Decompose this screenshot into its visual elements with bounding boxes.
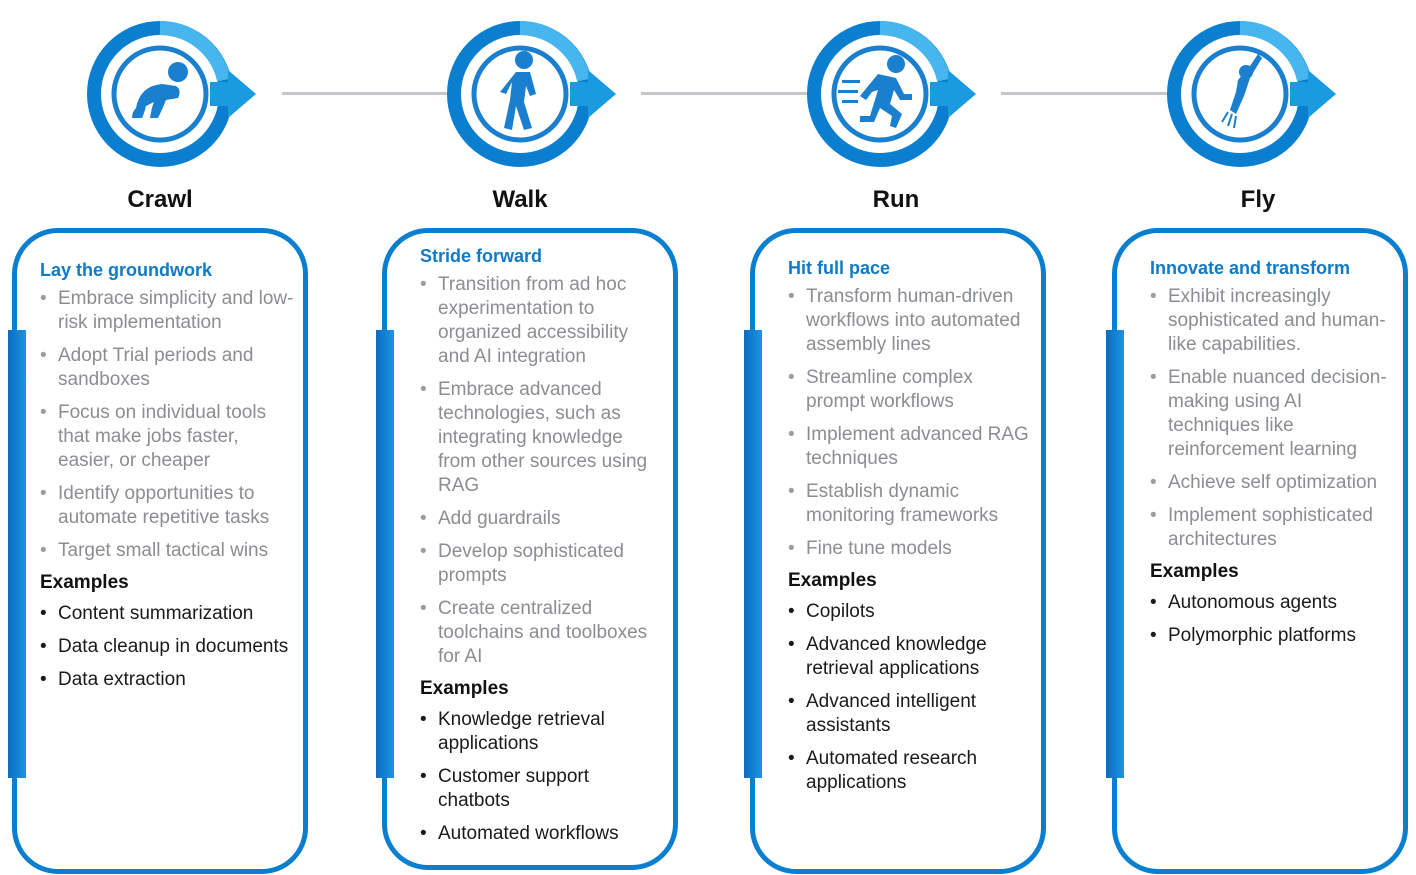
list-item: Target small tactical wins	[40, 539, 296, 563]
card-accent-bar	[376, 330, 394, 778]
list-item: Advanced intelligent assistants	[788, 690, 1032, 738]
connector-line	[641, 92, 809, 95]
fly-card-content: Innovate and transform Exhibit increasin…	[1150, 258, 1396, 657]
flying-person-icon	[1221, 54, 1262, 129]
examples-heading: Examples	[788, 570, 877, 591]
connector-line	[282, 92, 447, 95]
examples-heading: Examples	[40, 572, 129, 593]
card-heading: Innovate and transform	[1150, 258, 1351, 278]
crawling-person-icon	[132, 62, 188, 118]
stage-title-crawl: Crawl	[127, 186, 193, 213]
card-accent-bar	[8, 330, 26, 778]
run-card-content: Hit full pace Transform human-driven wor…	[788, 258, 1032, 804]
list-item: Copilots	[788, 600, 1032, 624]
connector-line	[1001, 92, 1169, 95]
fly-stage-icon	[1146, 10, 1336, 180]
list-item: Data extraction	[40, 668, 296, 692]
list-item: Achieve self optimization	[1150, 471, 1396, 495]
examples-list: Autonomous agents Polymorphic platforms	[1150, 591, 1396, 648]
focus-list: Embrace simplicity and low-risk implemen…	[40, 287, 296, 563]
list-item: Knowledge retrieval applications	[420, 708, 660, 756]
focus-list: Transition from ad hoc experimentation t…	[420, 273, 660, 669]
stage-title-run: Run	[872, 186, 920, 213]
list-item: Adopt Trial periods and sandboxes	[40, 344, 296, 392]
list-item: Automated research applications	[788, 747, 1032, 795]
walking-person-icon	[500, 51, 536, 130]
walk-stage-icon	[426, 10, 616, 180]
examples-list: Copilots Advanced knowledge retrieval ap…	[788, 600, 1032, 795]
list-item: Enable nuanced decision-making using AI …	[1150, 366, 1396, 462]
list-item: Transition from ad hoc experimentation t…	[420, 273, 660, 369]
examples-list: Content summarization Data cleanup in do…	[40, 602, 296, 692]
card-accent-bar	[744, 330, 762, 778]
crawl-card-content: Lay the groundwork Embrace simplicity an…	[40, 260, 296, 701]
card-heading: Stride forward	[420, 246, 543, 266]
list-item: Develop sophisticated prompts	[420, 540, 660, 588]
crawl-stage-icon	[66, 10, 256, 180]
stage-title-walk: Walk	[492, 186, 548, 213]
examples-list: Knowledge retrieval applications Custome…	[420, 708, 660, 846]
list-item: Data cleanup in documents	[40, 635, 296, 659]
examples-heading: Examples	[420, 678, 509, 699]
stage-title-fly: Fly	[1240, 186, 1276, 213]
list-item: Establish dynamic monitoring frameworks	[788, 480, 1032, 528]
list-item: Autonomous agents	[1150, 591, 1396, 615]
list-item: Fine tune models	[788, 537, 1032, 561]
list-item: Implement sophisticated architectures	[1150, 504, 1396, 552]
list-item: Embrace simplicity and low-risk implemen…	[40, 287, 296, 335]
list-item: Content summarization	[40, 602, 296, 626]
running-person-icon	[838, 55, 912, 128]
list-item: Add guardrails	[420, 507, 660, 531]
card-heading: Lay the groundwork	[40, 260, 213, 280]
list-item: Polymorphic platforms	[1150, 624, 1396, 648]
list-item: Automated workflows	[420, 822, 660, 846]
list-item: Advanced knowledge retrieval application…	[788, 633, 1032, 681]
list-item: Customer support chatbots	[420, 765, 660, 813]
card-heading: Hit full pace	[788, 258, 891, 278]
list-item: Streamline complex prompt workflows	[788, 366, 1032, 414]
list-item: Create centralized toolchains and toolbo…	[420, 597, 660, 669]
focus-list: Transform human-driven workflows into au…	[788, 285, 1032, 561]
focus-list: Exhibit increasingly sophisticated and h…	[1150, 285, 1396, 552]
walk-card-content: Stride forward Transition from ad hoc ex…	[420, 246, 660, 855]
examples-heading: Examples	[1150, 561, 1239, 582]
list-item: Embrace advanced technologies, such as i…	[420, 378, 660, 498]
list-item: Transform human-driven workflows into au…	[788, 285, 1032, 357]
run-stage-icon	[786, 10, 976, 180]
list-item: Exhibit increasingly sophisticated and h…	[1150, 285, 1396, 357]
list-item: Focus on individual tools that make jobs…	[40, 401, 296, 473]
card-accent-bar	[1106, 330, 1124, 778]
list-item: Implement advanced RAG techniques	[788, 423, 1032, 471]
list-item: Identify opportunities to automate repet…	[40, 482, 296, 530]
